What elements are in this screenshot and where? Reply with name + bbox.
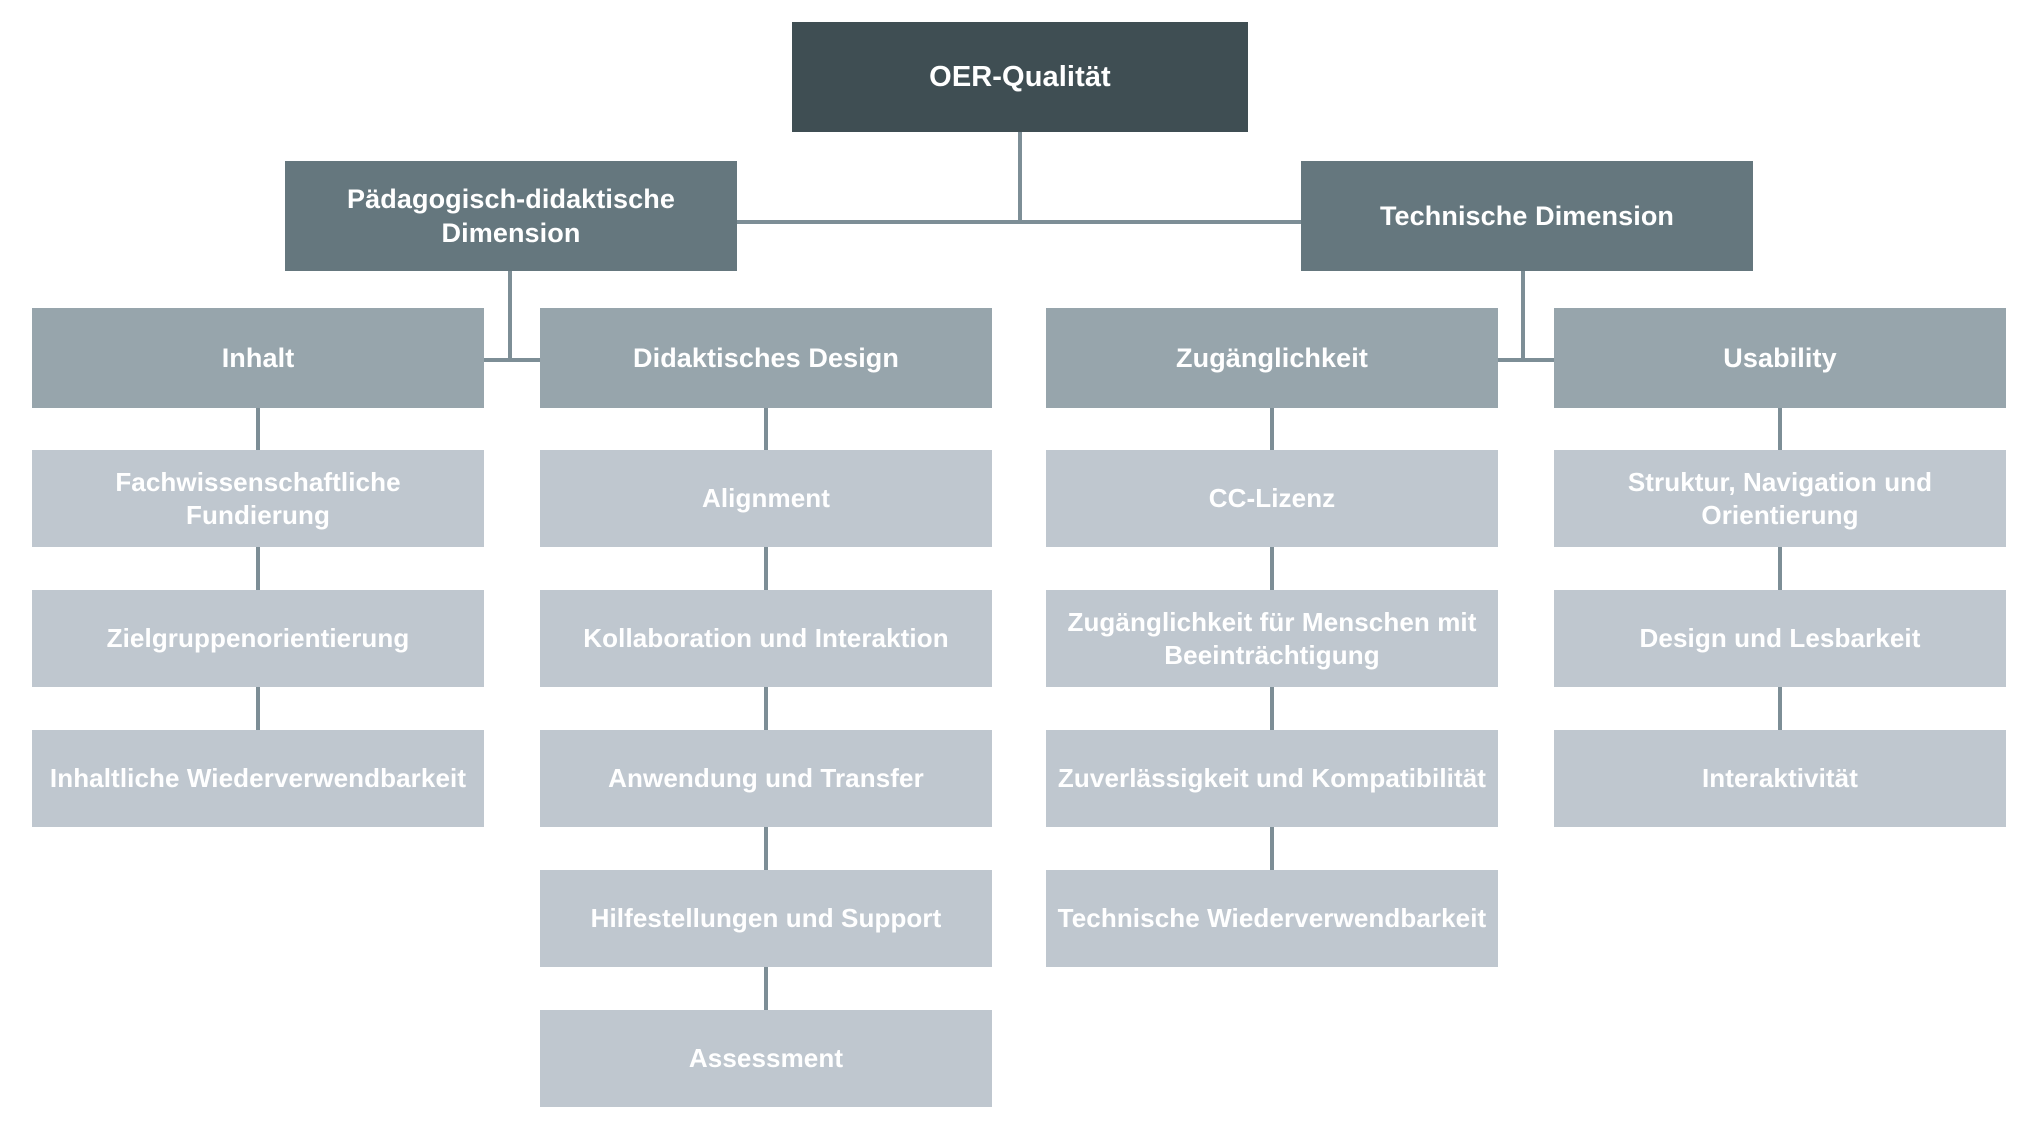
node-fachwissenschaftliche-fundierung: Fachwissenschaftliche Fundierung <box>32 450 484 547</box>
node-didaktisches-design-label: Didaktisches Design <box>633 342 899 373</box>
node-usability: Usability <box>1554 308 2006 408</box>
node-interaktivitaet: Interaktivität <box>1554 730 2006 827</box>
node-assessment: Assessment <box>540 1010 992 1107</box>
node-paedagogisch-didaktische-dimension-label: Pädagogisch-didaktische Dimension <box>347 183 675 248</box>
node-zugaenglichkeit-label: Zugänglichkeit <box>1176 342 1368 373</box>
node-cc-lizenz: CC-Lizenz <box>1046 450 1498 547</box>
node-interaktivitaet-label: Interaktivität <box>1701 763 1858 794</box>
node-technische-dimension: Technische Dimension <box>1301 161 1753 271</box>
node-anwendung-und-transfer: Anwendung und Transfer <box>540 730 992 827</box>
node-struktur-navigation-und-orientierung-label: Struktur, Navigation und Orientierung <box>1627 466 1933 530</box>
node-inhalt: Inhalt <box>32 308 484 408</box>
node-anwendung-und-transfer-label: Anwendung und Transfer <box>608 763 924 794</box>
node-inhalt-label: Inhalt <box>221 342 295 373</box>
node-technische-wiederverwendbarkeit: Technische Wiederverwendbarkeit <box>1046 870 1498 967</box>
node-zielgruppenorientierung: Zielgruppenorientierung <box>32 590 484 687</box>
node-zuverlaessigkeit-und-kompatibilitaet: Zuverlässigkeit und Kompatibilität <box>1046 730 1498 827</box>
node-alignment-label: Alignment <box>701 483 830 514</box>
node-cc-lizenz-label: CC-Lizenz <box>1208 483 1336 514</box>
node-assessment-label: Assessment <box>688 1043 844 1074</box>
node-zielgruppenorientierung-label: Zielgruppenorientierung <box>106 623 410 654</box>
node-kollaboration-und-interaktion: Kollaboration und Interaktion <box>540 590 992 687</box>
node-alignment: Alignment <box>540 450 992 547</box>
node-zugaenglichkeit: Zugänglichkeit <box>1046 308 1498 408</box>
node-technische-wiederverwendbarkeit-label: Technische Wiederverwendbarkeit <box>1057 903 1487 934</box>
node-design-und-lesbarkeit: Design und Lesbarkeit <box>1554 590 2006 687</box>
node-zugaenglichkeit-fuer-menschen-mit-beeintraechtigung-label: Zugänglichkeit für Menschen mit Beeinträ… <box>1067 606 1477 670</box>
node-technische-dimension-label: Technische Dimension <box>1379 200 1675 231</box>
node-zuverlaessigkeit-und-kompatibilitaet-label: Zuverlässigkeit und Kompatibilität <box>1057 763 1487 794</box>
node-inhaltliche-wiederverwendbarkeit: Inhaltliche Wiederverwendbarkeit <box>32 730 484 827</box>
node-hilfestellungen-und-support: Hilfestellungen und Support <box>540 870 992 967</box>
node-fachwissenschaftliche-fundierung-label: Fachwissenschaftliche Fundierung <box>115 466 401 530</box>
node-paedagogisch-didaktische-dimension: Pädagogisch-didaktische Dimension <box>285 161 737 271</box>
node-hilfestellungen-und-support-label: Hilfestellungen und Support <box>590 903 942 934</box>
node-kollaboration-und-interaktion-label: Kollaboration und Interaktion <box>583 623 949 654</box>
node-oer-qualitaet: OER-Qualität <box>792 22 1248 132</box>
node-struktur-navigation-und-orientierung: Struktur, Navigation und Orientierung <box>1554 450 2006 547</box>
node-zugaenglichkeit-fuer-menschen-mit-beeintraechtigung: Zugänglichkeit für Menschen mit Beeinträ… <box>1046 590 1498 687</box>
node-oer-qualitaet-label: OER-Qualität <box>929 60 1111 93</box>
node-design-und-lesbarkeit-label: Design und Lesbarkeit <box>1639 623 1921 654</box>
node-inhaltliche-wiederverwendbarkeit-label: Inhaltliche Wiederverwendbarkeit <box>49 763 467 794</box>
node-didaktisches-design: Didaktisches Design <box>540 308 992 408</box>
node-usability-label: Usability <box>1723 342 1837 373</box>
